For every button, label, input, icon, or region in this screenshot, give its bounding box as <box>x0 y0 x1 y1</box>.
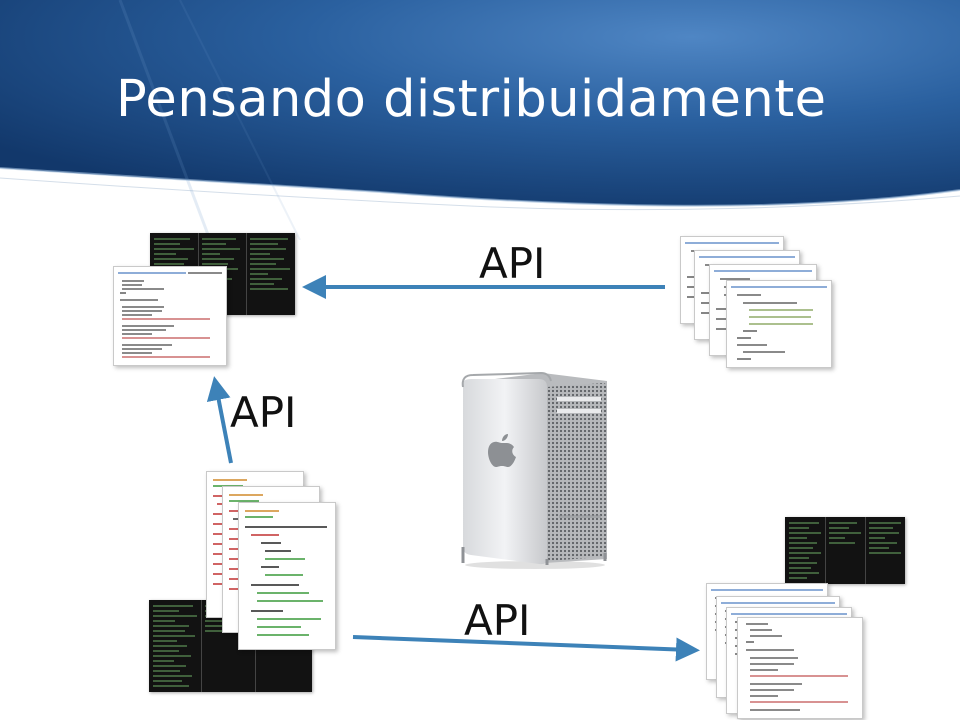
api-label-bottom: API <box>464 596 531 645</box>
slide-title: Pensando distribuidamente <box>116 70 827 129</box>
arrow-bottom <box>352 635 700 662</box>
code-page-top-left <box>113 266 227 366</box>
api-label-left: API <box>230 388 297 437</box>
apple-logo-icon <box>488 434 516 467</box>
handwritten-page-3 <box>238 502 336 650</box>
arrow-left <box>206 376 233 464</box>
code-page-bottom-right-4 <box>737 617 863 719</box>
api-label-top: API <box>479 239 546 288</box>
terminal-screenshot-bottom-right <box>785 517 905 584</box>
migration-page-4 <box>726 280 832 368</box>
mac-pro-server-icon <box>461 371 607 569</box>
header-background <box>0 0 960 240</box>
